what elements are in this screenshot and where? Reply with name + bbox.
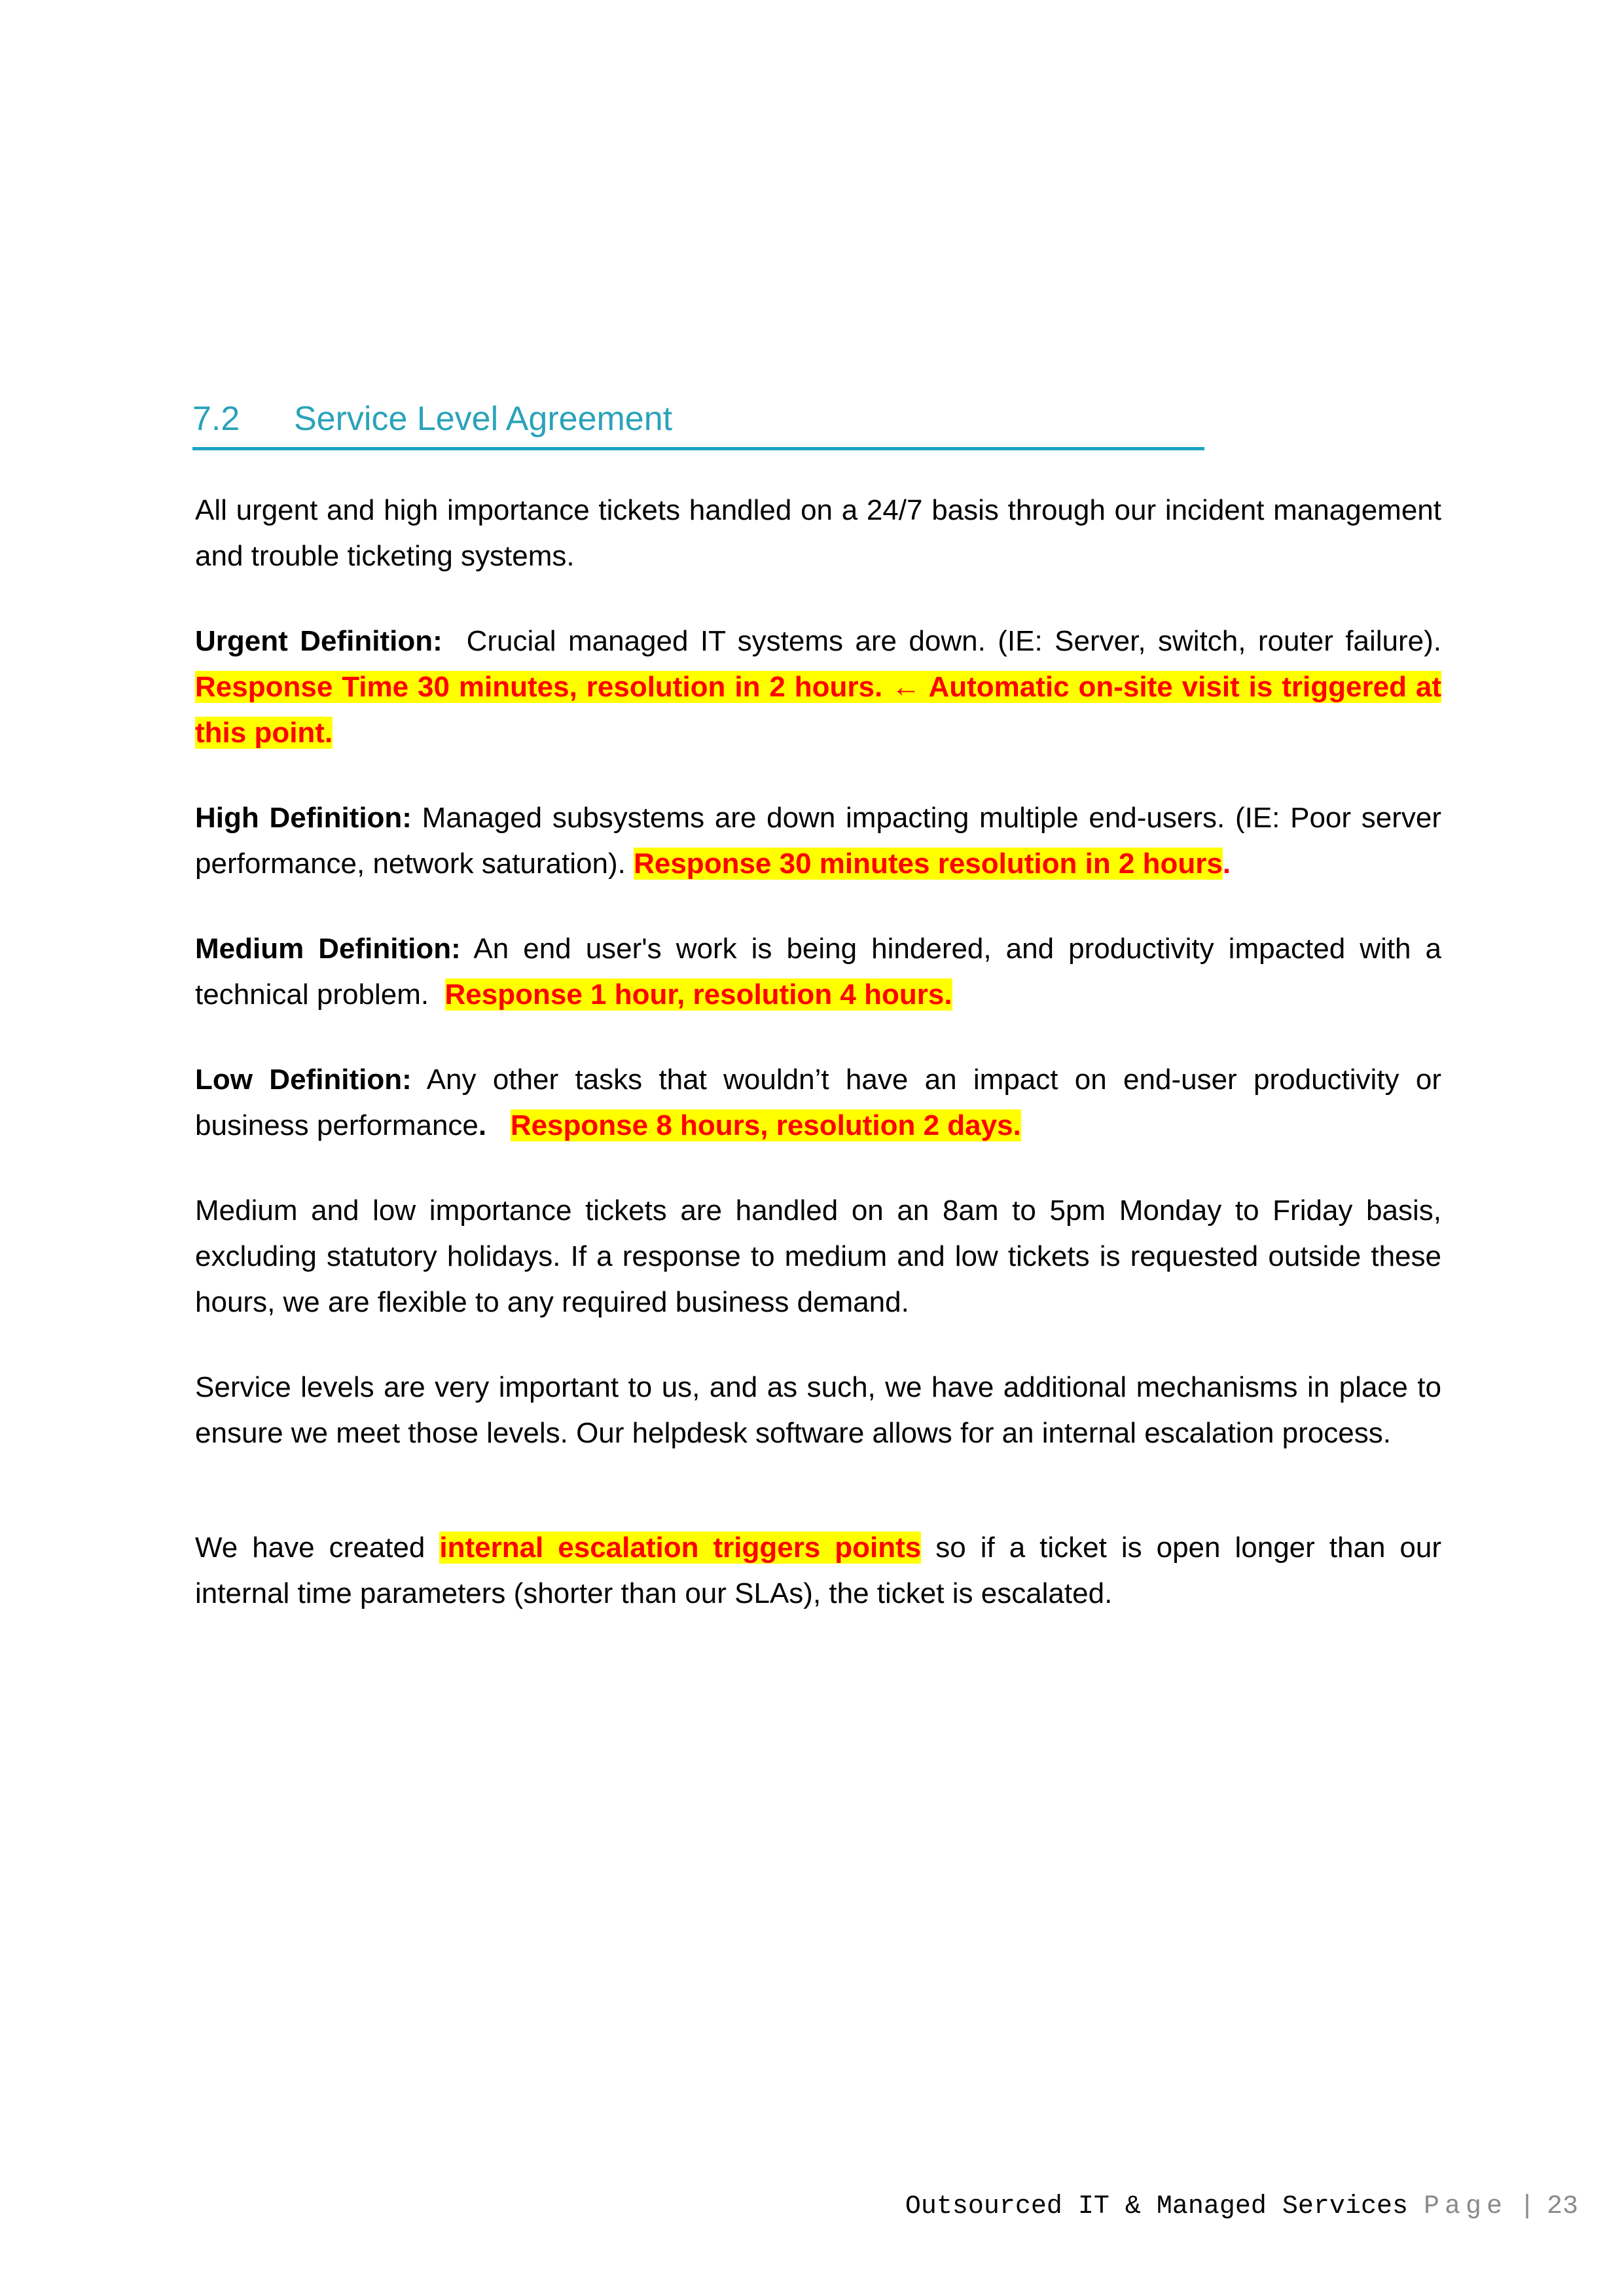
footer-separator: | bbox=[1519, 2192, 1535, 2221]
escalation-highlight: internal escalation triggers points bbox=[439, 1532, 922, 1564]
urgent-definition-paragraph: Urgent Definition: Crucial managed IT sy… bbox=[195, 619, 1441, 756]
high-trailing-period: . bbox=[1222, 848, 1231, 880]
footer-document-title: Outsourced IT & Managed Services bbox=[905, 2192, 1408, 2221]
medium-definition-paragraph: Medium Definition: An end user's work is… bbox=[195, 926, 1441, 1018]
low-definition-paragraph: Low Definition: Any other tasks that wou… bbox=[195, 1057, 1441, 1149]
urgent-text: Crucial managed IT systems are down. (IE… bbox=[466, 625, 1441, 657]
high-label: High Definition: bbox=[195, 802, 412, 834]
high-highlight: Response 30 minutes resolution in 2 hour… bbox=[634, 848, 1223, 880]
section-title: Service Level Agreement bbox=[294, 400, 673, 438]
footer-page-number: 23 bbox=[1546, 2192, 1578, 2221]
escalation-paragraph: We have created internal escalation trig… bbox=[195, 1525, 1441, 1617]
document-body: All urgent and high importance tickets h… bbox=[195, 488, 1441, 1656]
urgent-label: Urgent Definition: bbox=[195, 625, 442, 657]
escalation-before: We have created bbox=[195, 1532, 425, 1564]
high-text: Managed subsystems are down impacting mu… bbox=[195, 802, 1441, 880]
low-period: . bbox=[478, 1109, 487, 1141]
page-footer: Outsourced IT & Managed Services Page | 23 bbox=[905, 2187, 1578, 2227]
escalation-after: so if a ticket is open longer than our i… bbox=[195, 1532, 1441, 1609]
footer-page-word: Page bbox=[1423, 2192, 1507, 2221]
hours-paragraph: Medium and low importance tickets are ha… bbox=[195, 1194, 1441, 1318]
low-label: Low Definition: bbox=[195, 1064, 412, 1096]
service-levels-paragraph: Service levels are very important to us,… bbox=[195, 1371, 1441, 1449]
intro-paragraph: All urgent and high importance tickets h… bbox=[195, 494, 1441, 572]
section-number: 7.2 bbox=[192, 400, 240, 438]
low-text: Any other tasks that wouldn’t have an im… bbox=[195, 1064, 1441, 1141]
urgent-highlight: Response Time 30 minutes, resolution in … bbox=[195, 671, 1441, 749]
medium-highlight: Response 1 hour, resolution 4 hours. bbox=[444, 978, 952, 1011]
high-definition-paragraph: High Definition: Managed subsystems are … bbox=[195, 795, 1441, 887]
medium-text: An end user's work is being hindered, an… bbox=[195, 933, 1442, 1011]
section-heading: 7.2 Service Level Agreement bbox=[192, 393, 1204, 450]
low-highlight: Response 8 hours, resolution 2 days. bbox=[510, 1109, 1021, 1141]
medium-label: Medium Definition: bbox=[195, 933, 461, 965]
